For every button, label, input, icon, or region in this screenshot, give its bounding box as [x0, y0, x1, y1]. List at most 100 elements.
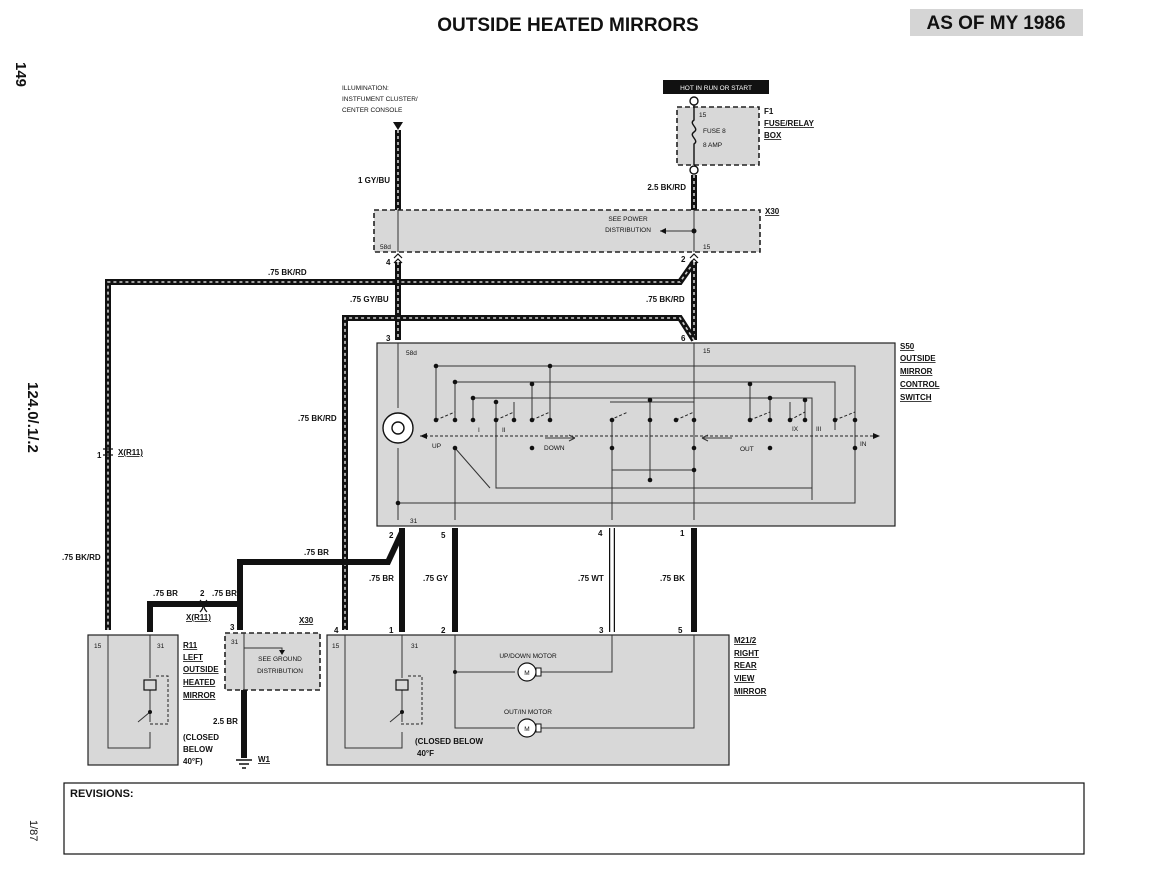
wire-label-bk-rd-left: .75 BK/RD — [62, 553, 101, 562]
illumination-arrow-icon — [393, 122, 403, 130]
power-dist-pin-58d: 58d — [380, 244, 391, 251]
left-mirror-name-4: MIRROR — [183, 691, 216, 700]
fuse-icon — [691, 105, 697, 165]
left-mirror-pin-15: 15 — [94, 643, 102, 650]
left-mirror-name-3: HEATED — [183, 678, 216, 687]
switch-name-3: CONTROL — [900, 380, 940, 389]
wire-label-br-connector: .75 BR — [212, 589, 237, 598]
wire-label-bk-rd-25: 2.5 BK/RD — [647, 183, 686, 192]
model-year-badge — [910, 9, 1083, 36]
left-heater-element-icon — [143, 679, 157, 691]
fuse-box — [676, 106, 760, 166]
right-mirror-motor-circuit — [453, 635, 695, 738]
left-mirror-name-2: OUTSIDE — [183, 665, 219, 674]
right-mirror-note-2: 40°F — [417, 749, 434, 758]
switch-pos-1: I — [478, 427, 480, 434]
left-mirror-note-2: BELOW — [183, 745, 213, 754]
date-code: 1/87 — [27, 820, 39, 841]
revisions-box — [63, 782, 1085, 855]
switch-pin-3: 3 — [386, 334, 391, 343]
connector-ref-lower: X(R11) — [186, 613, 211, 622]
out-in-motor-label: OUT/IN MOTOR — [504, 709, 552, 716]
fuse-box-name-2: BOX — [764, 131, 782, 140]
page-number: 149 — [12, 62, 29, 87]
ground-dist-line-1: SEE GROUND — [258, 656, 302, 663]
switch-internal-circuit — [382, 343, 880, 520]
wire-label-gy: .75 GY — [423, 574, 449, 583]
up-down-motor-label: UP/DOWN MOTOR — [499, 653, 557, 660]
wire-label-wt: .75 WT — [578, 574, 604, 583]
illumination-label-2: INSTFUMENT CLUSTER/ — [342, 96, 418, 103]
wire-label-br-right: .75 BR — [369, 574, 394, 583]
connector-ref-upper: X(R11) — [118, 448, 143, 457]
switch-name-1: OUTSIDE — [900, 354, 936, 363]
wire-bk-rd-left-mirror — [105, 260, 697, 630]
power-dist-ref: X30 — [765, 207, 780, 216]
ground-dist-line-2: DISTRIBUTION — [257, 668, 303, 675]
ground-dist-pin-31: 31 — [231, 639, 239, 646]
pin-2-top: 2 — [681, 255, 686, 264]
document-reference: 124.0/.1/.2 — [24, 382, 41, 453]
switch-pos-2: II — [502, 427, 506, 434]
switch-name-4: SWITCH — [900, 393, 932, 402]
left-mirror-name-1: LEFT — [183, 653, 203, 662]
right-mirror-pin-31: 31 — [411, 643, 419, 650]
left-mirror-note-3: 40°F) — [183, 757, 203, 766]
right-mirror-name-1: RIGHT — [734, 649, 759, 658]
right-mirror-box — [326, 634, 730, 766]
switch-label-up: UP — [432, 443, 441, 450]
illumination-label-1: ILLUMINATION: — [342, 85, 389, 92]
right-mirror-pin-1: 1 — [389, 626, 394, 635]
right-mirror-ref: M21/2 — [734, 636, 757, 645]
right-mirror-name-2: REAR — [734, 661, 757, 670]
switch-pin-2-bottom: 2 — [389, 531, 394, 540]
right-mirror-pin-2: 2 — [441, 626, 446, 635]
illumination-label-3: CENTER CONSOLE — [342, 107, 403, 114]
switch-pin-58d: 58d — [406, 350, 417, 357]
out-in-motor-symbol: M — [524, 726, 529, 733]
switch-ref: S50 — [900, 342, 915, 351]
fuse-box-ref: F1 — [764, 107, 774, 116]
fuse-amp: 8 AMP — [703, 142, 722, 149]
wire-label-br-top: .75 BR — [304, 548, 329, 557]
left-mirror-note-1: (CLOSED — [183, 733, 219, 742]
switch-pin-31: 31 — [410, 518, 418, 525]
right-mirror-pin-3: 3 — [599, 626, 604, 635]
wire-label-br-left: .75 BR — [153, 589, 178, 598]
switch-pin-1-bottom: 1 — [680, 529, 685, 538]
ground-dist-pin-3: 3 — [230, 623, 235, 632]
ground-ref: W1 — [258, 755, 271, 764]
switch-contacts — [395, 363, 858, 506]
wire-bk-rd-right-mirror — [342, 315, 697, 630]
wire-label-bk-rd-right: .75 BK/RD — [298, 414, 337, 423]
left-mirror-pin-31: 31 — [157, 643, 165, 650]
switch-pin-15: 15 — [703, 348, 711, 355]
power-dist-line-2: DISTRIBUTION — [605, 227, 651, 234]
hot-in-run-badge — [663, 80, 769, 94]
connector-pin-2: 2 — [200, 589, 205, 598]
page-title: OUTSIDE HEATED MIRRORS — [437, 15, 698, 36]
model-year-text: AS OF MY 1986 — [926, 13, 1065, 34]
illumination-lamp-icon — [382, 412, 414, 444]
right-mirror-pin-15: 15 — [332, 643, 340, 650]
mirror-control-switch — [376, 342, 896, 527]
revisions-label: REVISIONS: — [70, 788, 134, 800]
left-mirror-ref: R11 — [183, 641, 198, 650]
right-heater-element-icon — [395, 679, 409, 691]
right-mirror-name-4: MIRROR — [734, 687, 767, 696]
fuse-pin-15: 15 — [699, 112, 707, 119]
right-mirror-pin-4: 4 — [334, 626, 339, 635]
ground-distribution-box — [224, 632, 321, 691]
ground-dist-ref: X30 — [299, 616, 314, 625]
right-mirror-heater-circuit — [344, 635, 423, 749]
switch-pin-6: 6 — [681, 334, 686, 343]
left-mirror-box — [87, 634, 179, 766]
wire-label-bk: .75 BK — [660, 574, 685, 583]
switch-label-in: IN — [860, 441, 867, 448]
power-dist-line-1: SEE POWER — [608, 216, 648, 223]
switch-pos-3: IX — [792, 426, 799, 433]
switch-pin-5-bottom: 5 — [441, 531, 446, 540]
left-mirror-heater-circuit — [107, 635, 169, 749]
connector-pin-1: 1 — [97, 451, 102, 460]
